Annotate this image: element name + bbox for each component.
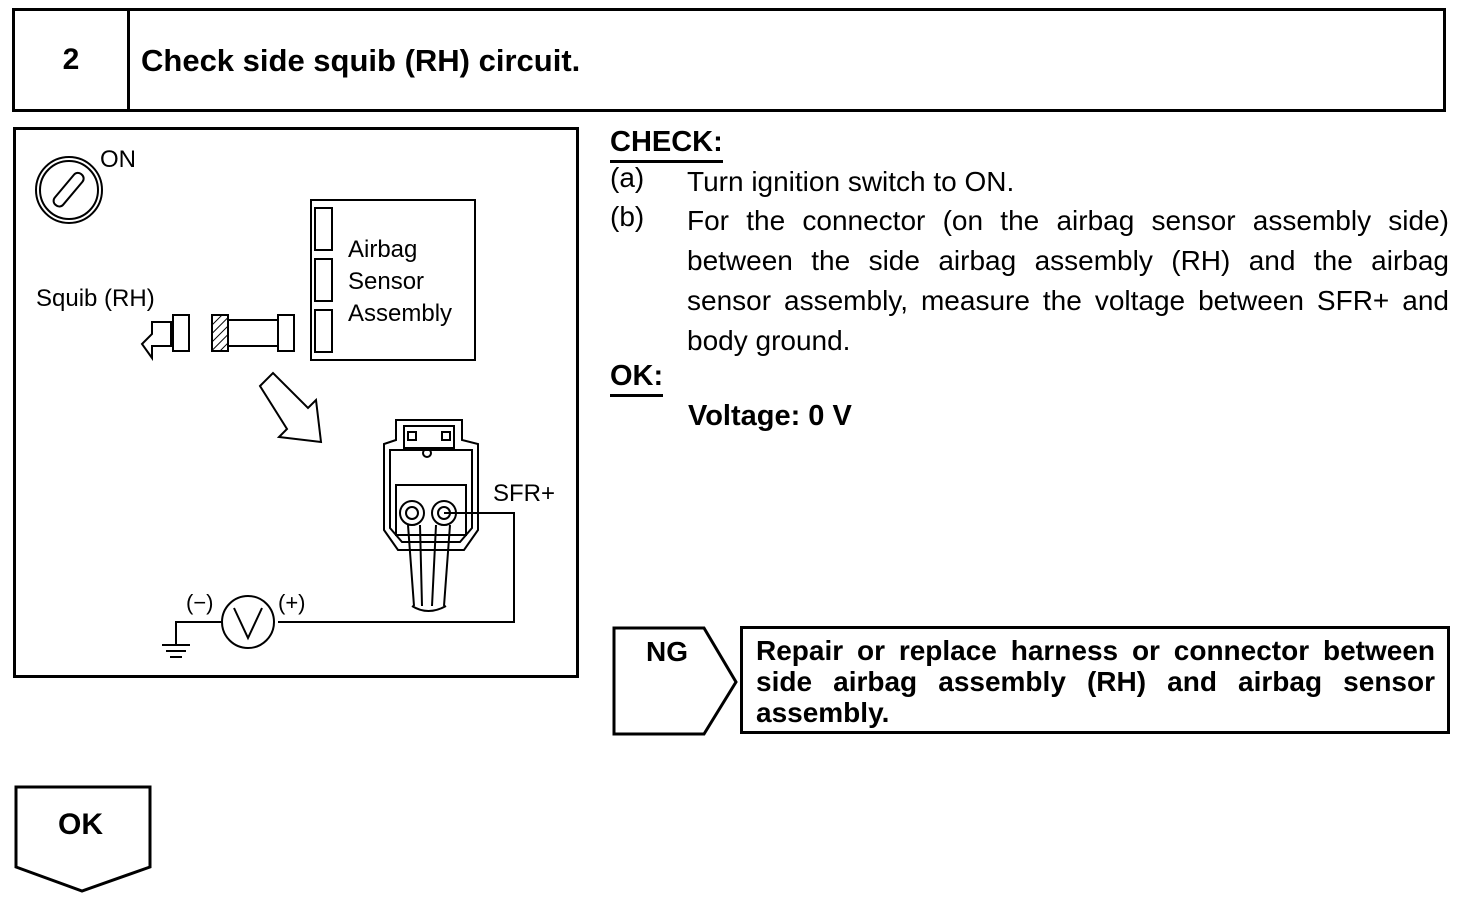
step-tag: (a) — [610, 162, 645, 193]
ignition-key-icon — [35, 156, 103, 224]
squib-connector — [140, 314, 295, 362]
ng-label: NG — [646, 636, 688, 667]
step-title: Check side squib (RH) circuit. — [141, 43, 581, 78]
voltmeter-icon — [221, 595, 275, 649]
step-header: 2 Check side squib (RH) circuit. — [12, 8, 1446, 112]
ng-action-box: Repair or replace harness or connector b… — [740, 626, 1450, 734]
ok-flow-label: OK — [58, 808, 103, 841]
step-tag: (b) — [610, 201, 645, 232]
direction-arrow-icon — [258, 371, 323, 444]
step-text: For the connector (on the airbag sensor … — [687, 205, 1449, 356]
ground-wire — [175, 621, 222, 645]
ng-arrow-shape — [612, 626, 738, 736]
airbag-sensor-assembly — [310, 199, 476, 361]
meter-minus-label: (−) — [186, 590, 214, 615]
meter-plus-label: (+) — [278, 590, 306, 615]
voltage-spec: Voltage: 0 V — [688, 400, 852, 432]
ok-heading: OK: — [610, 360, 664, 397]
diagram-illustration — [35, 156, 515, 658]
step-text: Turn ignition switch to ON. — [687, 166, 1015, 197]
ignition-on-label: ON — [100, 146, 136, 173]
connector-face — [383, 419, 479, 612]
step-number: 2 — [15, 11, 130, 109]
sensor-label-line3: Assembly — [348, 300, 453, 327]
sensor-label-line1: Airbag — [348, 236, 418, 263]
ok-flow-shape — [14, 785, 152, 893]
check-heading: CHECK: — [610, 126, 723, 163]
ground-icon — [162, 644, 190, 658]
wiring-diagram: ON Airbag Sensor Assembly Squib (RH) SFR… — [13, 127, 579, 678]
terminal-label: SFR+ — [493, 480, 556, 507]
probe-wire — [278, 512, 515, 623]
sensor-label-line2: Sensor — [348, 268, 425, 295]
squib-label: Squib (RH) — [36, 285, 155, 312]
